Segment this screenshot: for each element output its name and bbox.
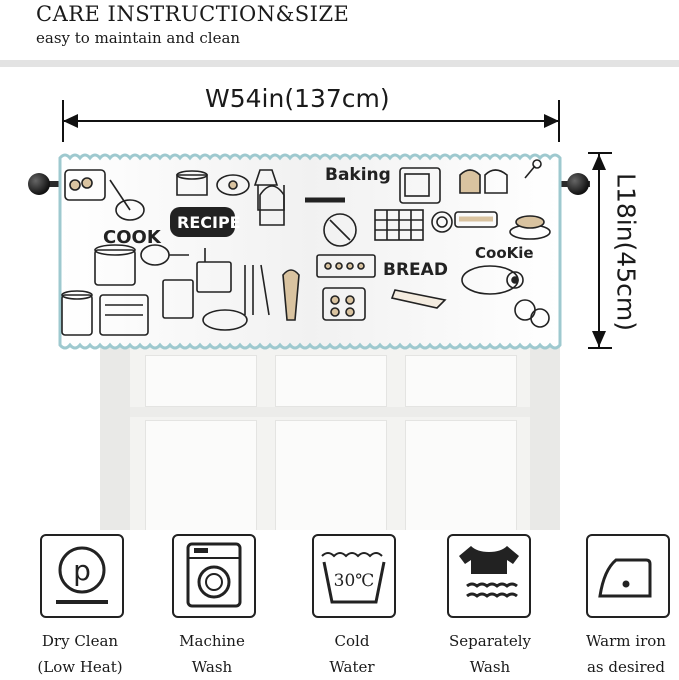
pattern-word-cookie: CooKie: [475, 244, 534, 262]
washing-machine-icon: [186, 542, 242, 608]
pattern-word-cook: COOK: [103, 227, 162, 248]
window-background: [100, 345, 560, 530]
pattern-word-baking: Baking: [325, 165, 391, 185]
care-warm-iron: [586, 534, 670, 618]
water-temperature-badge: 30℃: [334, 571, 375, 591]
page-title: CARE INSTRUCTION&SIZE: [36, 2, 350, 26]
arrow-left-icon: [63, 114, 78, 128]
care-cold-water: 30℃: [312, 534, 396, 618]
length-dimension-line: [598, 153, 600, 348]
svg-text:p: p: [73, 554, 91, 587]
care-machine-wash: [172, 534, 256, 618]
arrow-up-icon: [592, 154, 606, 170]
width-dimension-line: [63, 120, 559, 122]
dry-clean-p-icon: p: [56, 546, 108, 604]
iron-icon: [598, 558, 652, 598]
curtain-valance: Baking RECIPE COOK BREAD CooKie: [58, 153, 562, 350]
care-separately-wash: [447, 534, 531, 618]
length-dimension-label: L18in(45cm): [611, 173, 641, 331]
pattern-word-recipe: RECIPE: [177, 213, 241, 232]
arrow-right-icon: [544, 114, 559, 128]
care-label-dry-clean: Dry Clean(Low Heat): [37, 632, 123, 676]
shirt-separate-wash-icon: [459, 546, 519, 598]
arrow-down-icon: [592, 331, 606, 347]
pattern-word-bread: BREAD: [383, 260, 448, 280]
wash-tub-icon: 30℃: [321, 552, 386, 604]
width-dimension-label: W54in(137cm): [205, 84, 390, 113]
care-dry-clean: p: [40, 534, 124, 618]
length-tick-bottom: [588, 347, 612, 349]
length-tick-top: [588, 152, 612, 154]
page-subtitle: easy to maintain and clean: [36, 29, 241, 47]
header-divider: [0, 60, 679, 67]
